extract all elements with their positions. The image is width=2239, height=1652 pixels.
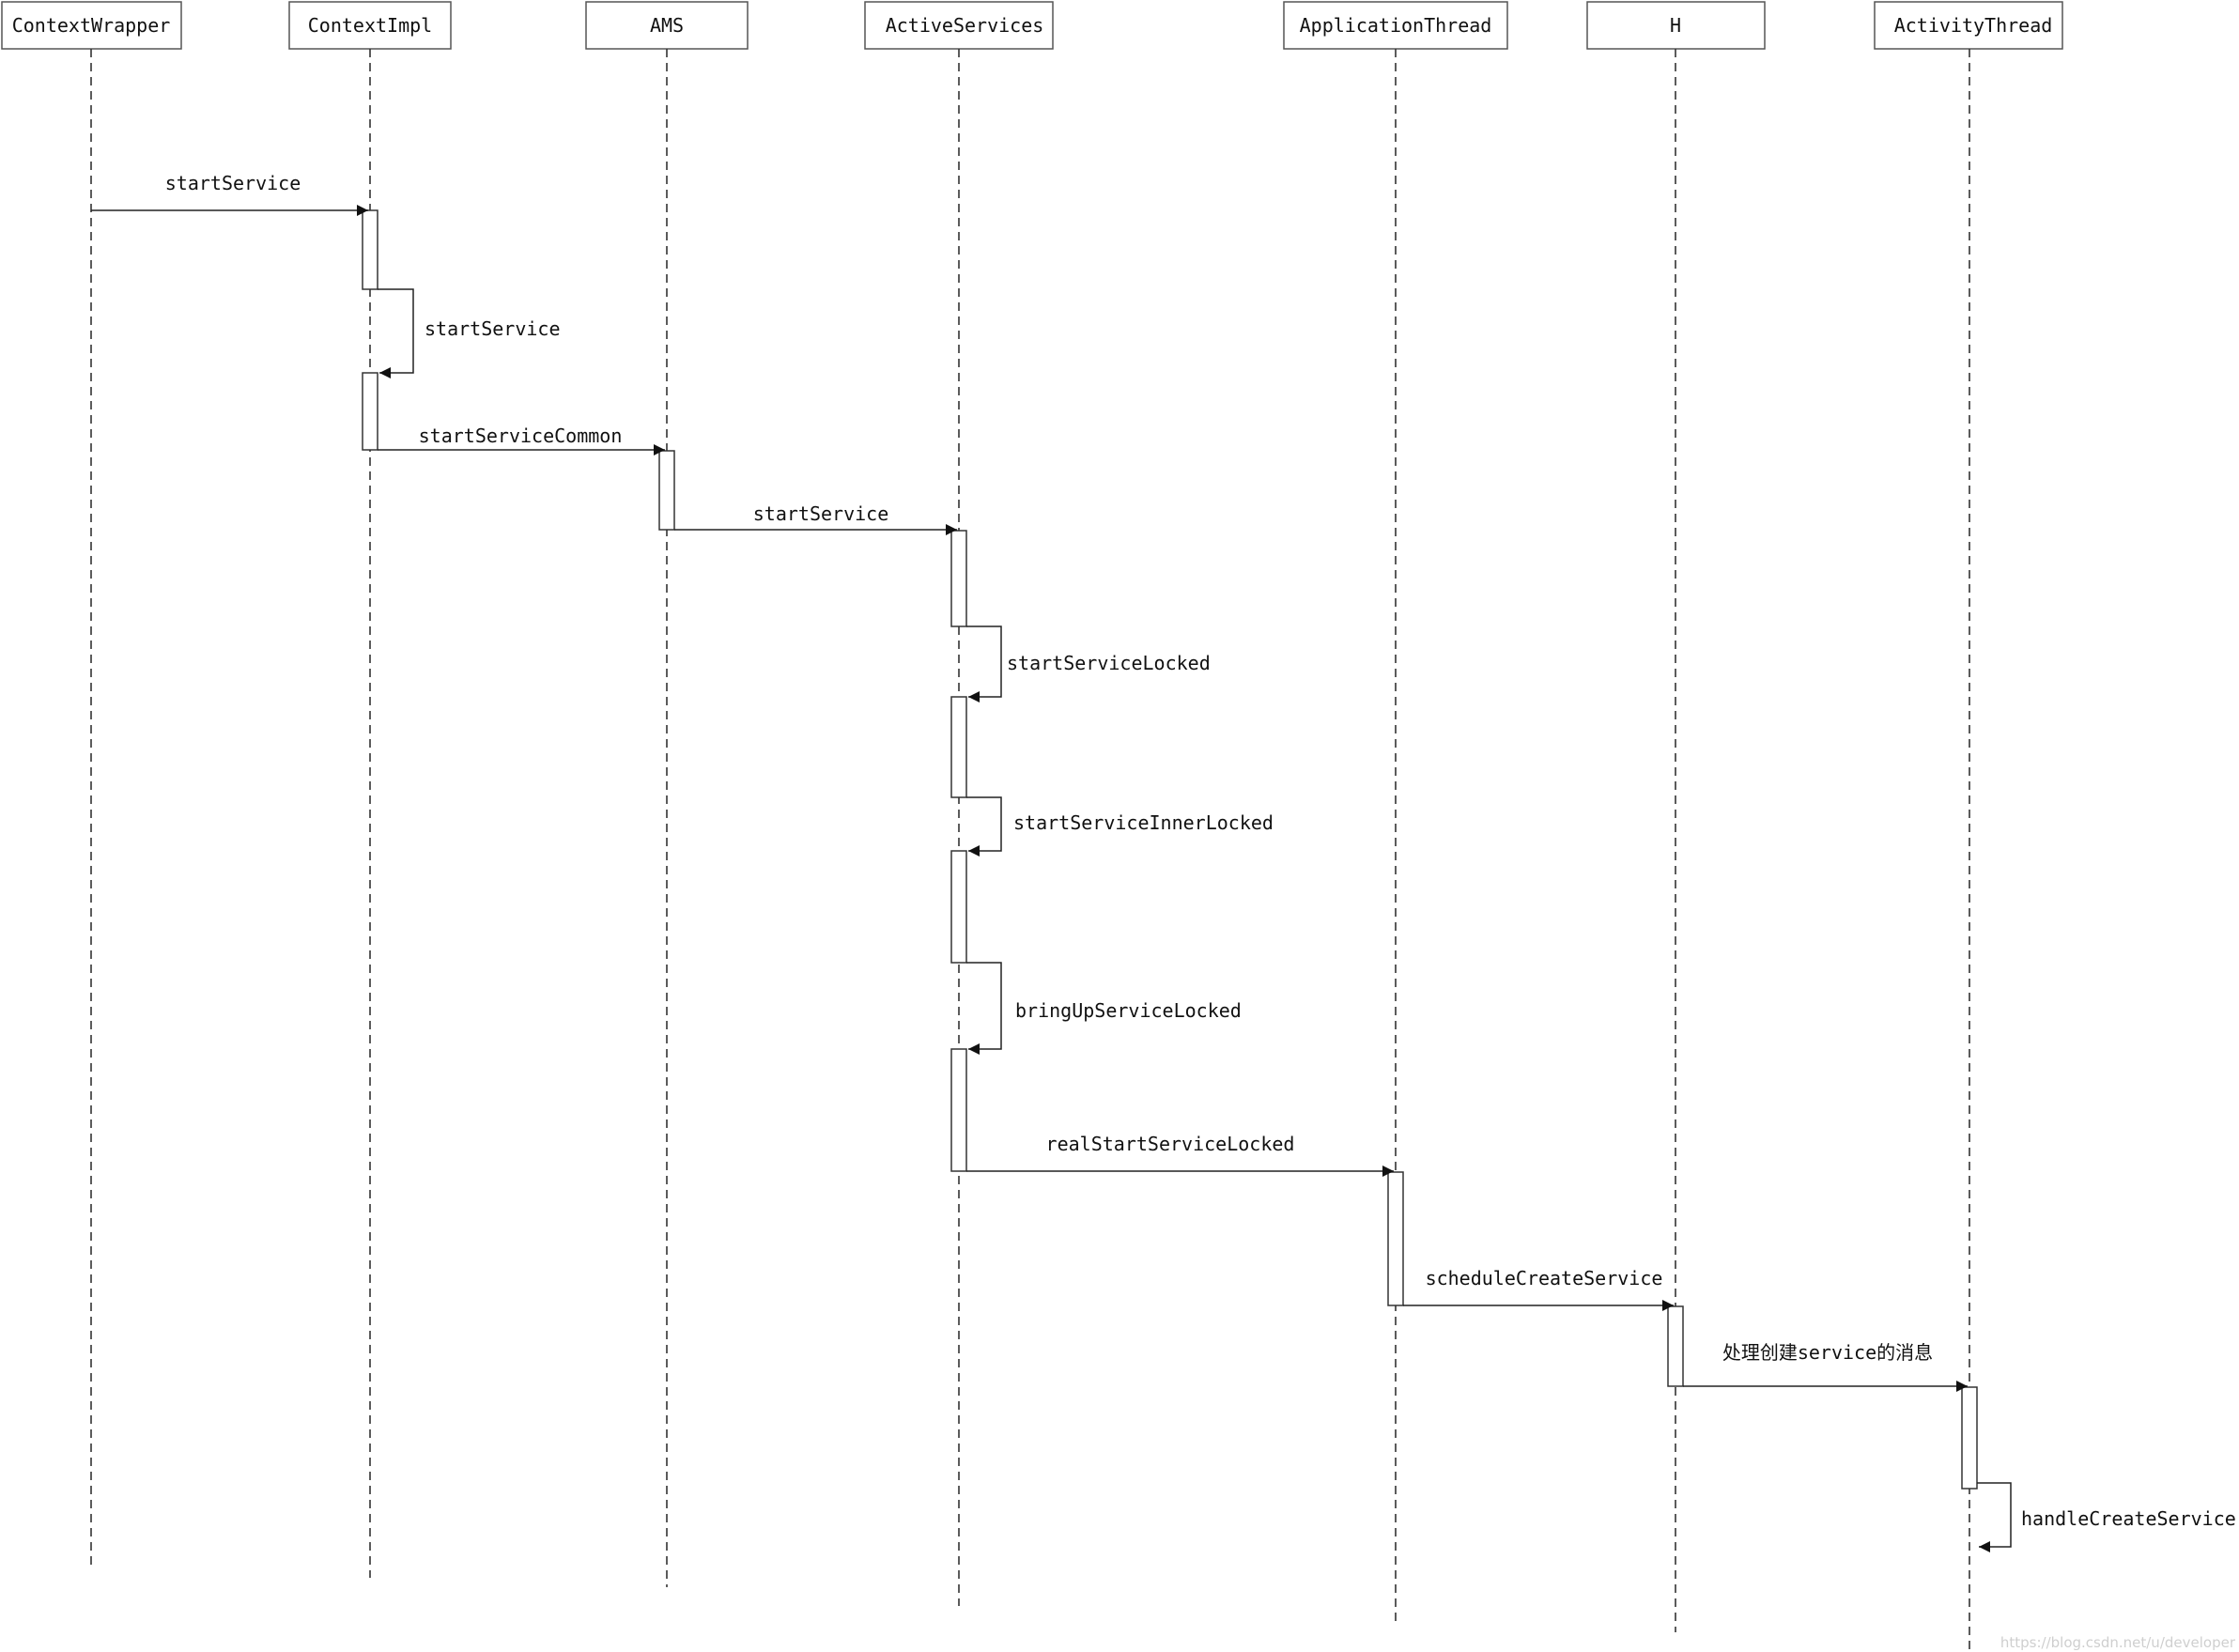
message-label: startServiceInnerLocked — [1013, 811, 1274, 834]
participant-label: ApplicationThread — [1300, 14, 1492, 37]
message-startservicelocked: startServiceLocked — [966, 625, 1211, 702]
message-startservice-2: startService — [674, 502, 957, 535]
activation-bar — [1387, 1171, 1404, 1306]
participant-contextwrapper: ContextWrapper — [1, 1, 182, 50]
message-startservicecommon: startServiceCommon — [378, 425, 665, 455]
participant-label: ContextImpl — [308, 14, 432, 37]
activation-bar — [950, 1048, 967, 1172]
message-label: startServiceCommon — [419, 425, 623, 447]
activation-bar — [658, 450, 675, 531]
participant-box — [288, 1, 452, 50]
participant-label: ContextWrapper — [12, 14, 171, 37]
message-label: startService — [753, 502, 889, 525]
message-arrow — [378, 288, 414, 378]
participant-label: AMS — [650, 14, 684, 37]
activation-bar — [1667, 1305, 1684, 1387]
watermark-text: https://blog.csdn.net/u/developer — [2000, 1634, 2236, 1651]
participant-box — [585, 1, 749, 50]
participant-box — [1586, 1, 1766, 50]
participant-box — [1874, 1, 2063, 50]
activation-bar — [362, 372, 378, 451]
participant-box — [864, 1, 1054, 50]
message-label: realStartServiceLocked — [1046, 1133, 1295, 1155]
message-handle-create-msg: 处理创建service的消息 — [1683, 1341, 1968, 1392]
message-arrow — [1977, 1482, 2012, 1552]
activation-bar — [362, 209, 378, 290]
participant-activitythread: ActivityThread — [1874, 1, 2063, 50]
message-label: startService — [165, 172, 301, 194]
activation-bar — [950, 696, 967, 798]
message-startservice-1: startService — [91, 172, 368, 216]
message-label: startService — [425, 317, 561, 340]
message-handlecreateservice: handleCreateService — [1977, 1482, 2236, 1552]
activation-bar — [950, 850, 967, 964]
participant-box — [1, 1, 182, 50]
participant-activeservices: ActiveServices — [864, 1, 1054, 50]
message-label: bringUpServiceLocked — [1015, 999, 1242, 1022]
activation-bar — [1961, 1386, 1978, 1490]
message-arrow — [966, 962, 1002, 1055]
message-realstartservicelocked: realStartServiceLocked — [966, 1133, 1394, 1177]
participant-applicationthread: ApplicationThread — [1283, 1, 1508, 50]
participant-label: H — [1670, 14, 1681, 37]
activation-bar — [950, 530, 967, 627]
participant-contextimpl: ContextImpl — [288, 1, 452, 50]
message-schedulecreateservice: scheduleCreateService — [1403, 1267, 1674, 1311]
participant-label: ActiveServices — [886, 14, 1044, 37]
participant-ams: AMS — [585, 1, 749, 50]
participant-h: H — [1586, 1, 1766, 50]
message-label: handleCreateService — [2021, 1507, 2236, 1530]
message-arrow — [966, 625, 1002, 702]
message-bringupservicelocked: bringUpServiceLocked — [966, 962, 1242, 1055]
message-startserviceinnerlocked: startServiceInnerLocked — [966, 796, 1274, 857]
message-label: scheduleCreateService — [1426, 1267, 1663, 1289]
participant-label: ActivityThread — [1894, 14, 2053, 37]
message-label: 处理创建service的消息 — [1722, 1341, 1933, 1364]
message-label: startServiceLocked — [1007, 652, 1211, 674]
message-startservice-self: startService — [378, 288, 561, 378]
message-arrow — [966, 796, 1002, 857]
